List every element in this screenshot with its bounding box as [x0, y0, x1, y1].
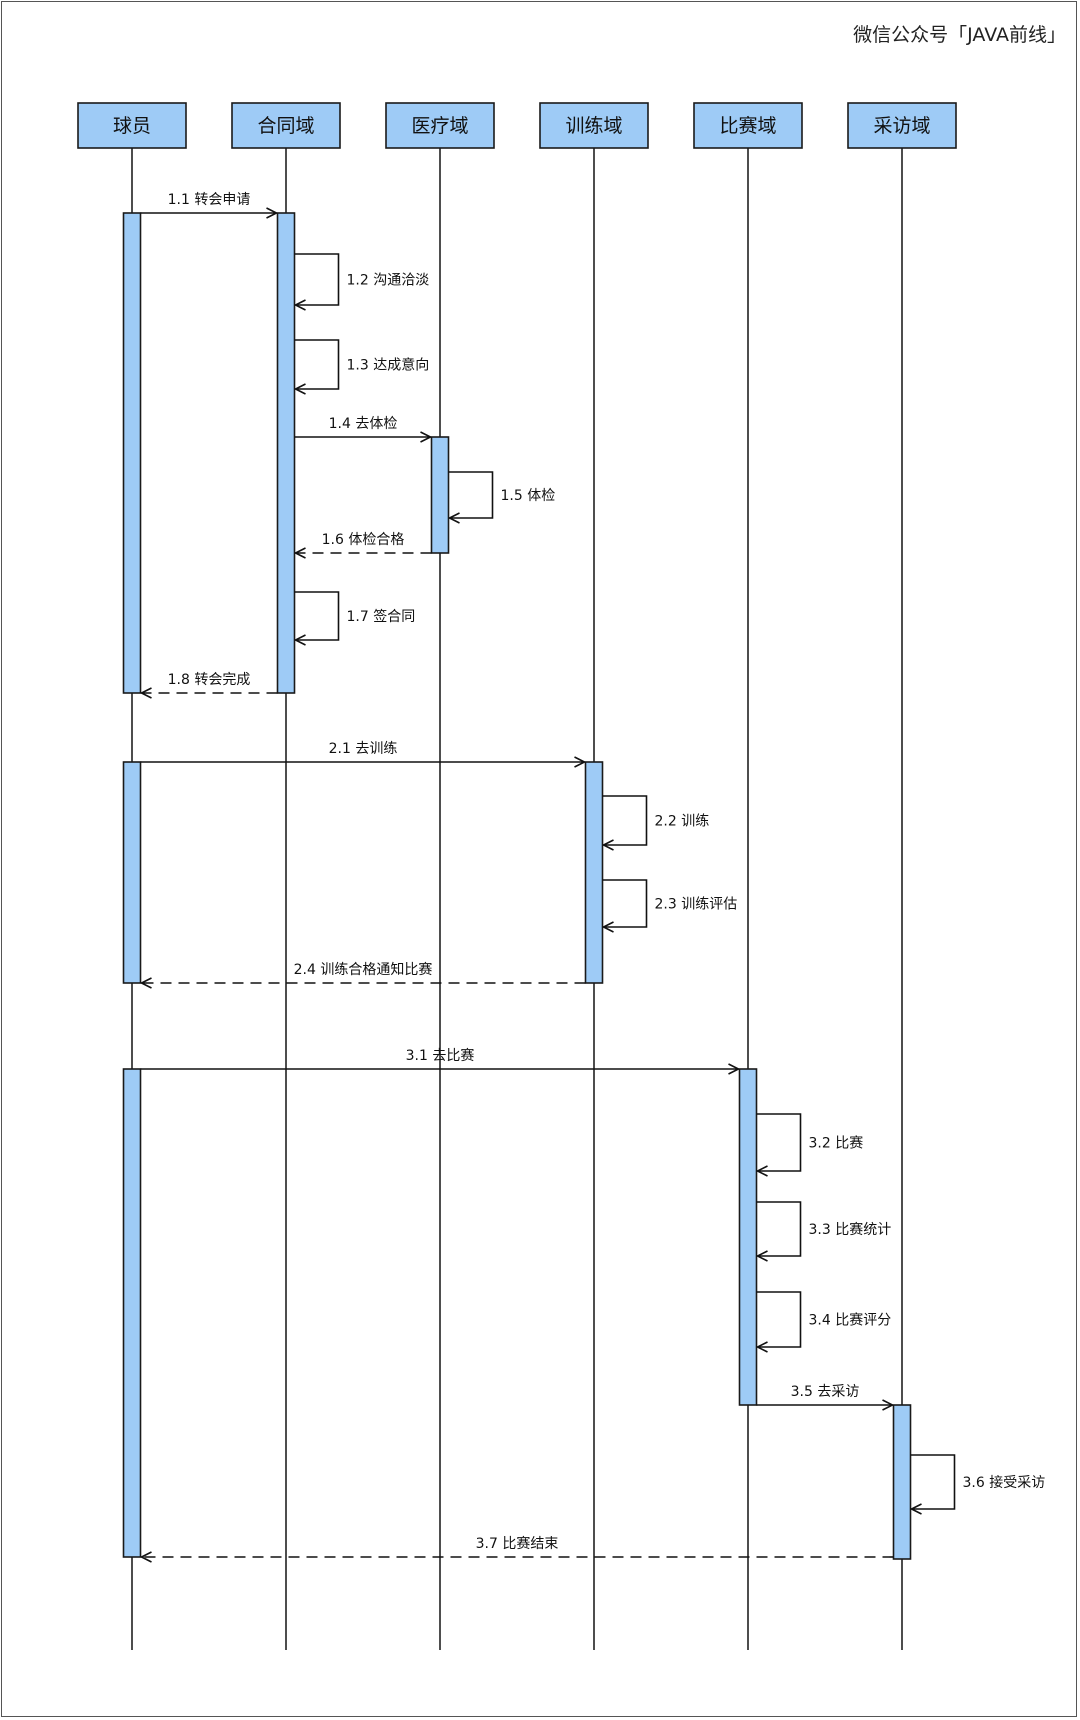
actor-training: 训练域 — [539, 102, 649, 149]
message-label: 2.3 训练评估 — [655, 897, 738, 913]
message-label: 1.8 转会完成 — [168, 672, 251, 688]
actor-box-match — [693, 102, 803, 149]
message-label: 3.3 比赛统计 — [809, 1222, 892, 1238]
message-19: 3.7 比赛结束 — [142, 1536, 894, 1557]
message-16: 3.4 比赛评分 — [756, 1291, 892, 1347]
message-label: 1.5 体检 — [501, 488, 556, 504]
message-6: 1.6 体检合格 — [296, 532, 432, 553]
message-label: 2.4 训练合格通知比赛 — [294, 961, 433, 978]
message-9: 2.1 去训练 — [140, 741, 585, 762]
self-message-arrow — [756, 1113, 802, 1171]
actor-label-medical: 医疗域 — [411, 115, 468, 137]
actor-box-training — [539, 102, 649, 149]
message-label: 2.2 训练 — [655, 814, 710, 830]
activation-bar-player — [122, 761, 142, 984]
message-label: 1.2 沟通洽淡 — [347, 273, 430, 289]
message-18: 3.6 接受采访 — [910, 1454, 1046, 1509]
message-label: 3.7 比赛结束 — [476, 1536, 559, 1552]
message-7: 1.7 签合同 — [294, 591, 416, 640]
self-message-arrow — [294, 591, 340, 640]
activation-bar-interview — [892, 1404, 912, 1560]
message-label: 3.5 去采访 — [791, 1384, 860, 1400]
actor-label-training: 训练域 — [565, 115, 622, 137]
message-11: 2.3 训练评估 — [602, 879, 738, 927]
self-message-arrow — [756, 1201, 802, 1256]
activation-bar-player — [122, 212, 142, 694]
self-message-arrow — [294, 339, 340, 389]
message-label: 1.1 转会申请 — [168, 192, 251, 208]
self-message-arrow — [602, 795, 648, 845]
activation-bar-contract — [276, 212, 296, 694]
message-label: 1.3 达成意向 — [347, 357, 430, 374]
message-3: 1.3 达成意向 — [294, 339, 430, 389]
message-label: 1.6 体检合格 — [322, 532, 405, 548]
message-13: 3.1 去比赛 — [140, 1048, 739, 1069]
activation-bar-medical — [430, 436, 450, 554]
message-12: 2.4 训练合格通知比赛 — [142, 961, 586, 983]
activation-bar-training — [584, 761, 604, 984]
actor-label-match: 比赛域 — [719, 115, 776, 137]
message-10: 2.2 训练 — [602, 795, 710, 845]
message-label: 3.6 接受采访 — [963, 1474, 1046, 1491]
message-label: 3.4 比赛评分 — [809, 1313, 892, 1329]
message-4: 1.4 去体检 — [294, 416, 431, 437]
message-17: 3.5 去采访 — [756, 1384, 893, 1405]
message-label: 3.2 比赛 — [809, 1136, 864, 1152]
message-15: 3.3 比赛统计 — [756, 1201, 892, 1256]
brand-watermark: 微信公众号「JAVA前线」 — [853, 24, 1066, 46]
activation-bar-player — [122, 1068, 142, 1558]
actor-box-player — [77, 102, 187, 149]
message-label: 1.7 签合同 — [347, 608, 416, 625]
message-14: 3.2 比赛 — [756, 1113, 864, 1171]
message-8: 1.8 转会完成 — [142, 672, 278, 693]
actor-box-contract — [231, 102, 341, 149]
actor-player: 球员 — [77, 102, 187, 149]
actor-box-medical — [385, 102, 495, 149]
self-message-arrow — [756, 1291, 802, 1347]
actor-match: 比赛域 — [693, 102, 803, 149]
self-message-arrow — [910, 1454, 956, 1509]
self-message-arrow — [602, 879, 648, 927]
activation-bar-match — [738, 1068, 758, 1406]
self-message-arrow — [294, 253, 340, 305]
actor-interview: 采访域 — [847, 102, 957, 149]
actor-label-player: 球员 — [113, 115, 151, 137]
actor-contract: 合同域 — [231, 102, 341, 149]
actor-medical: 医疗域 — [385, 102, 495, 149]
actor-label-contract: 合同域 — [257, 115, 314, 137]
message-label: 1.4 去体检 — [329, 416, 398, 432]
actor-label-interview: 采访域 — [873, 115, 930, 137]
message-label: 3.1 去比赛 — [406, 1048, 475, 1064]
message-1: 1.1 转会申请 — [140, 192, 277, 213]
message-2: 1.2 沟通洽淡 — [294, 253, 430, 305]
actor-box-interview — [847, 102, 957, 149]
message-label: 2.1 去训练 — [329, 741, 398, 757]
message-5: 1.5 体检 — [448, 471, 556, 518]
self-message-arrow — [448, 471, 494, 518]
